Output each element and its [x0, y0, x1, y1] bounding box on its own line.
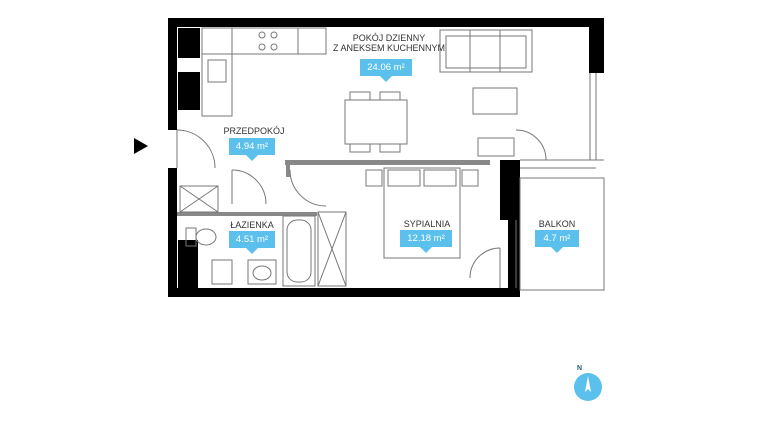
bed [365, 167, 479, 259]
exterior-walls [168, 18, 604, 297]
room-label-living: POKÓJ DZIENNY Z ANEKSEM KUCHENNYM [332, 33, 446, 53]
coffee-table [472, 87, 518, 157]
dining-table [344, 91, 408, 153]
room-label-bathroom: ŁAZIENKA [230, 220, 274, 230]
room-label-hall: PRZEDPOKÓJ [223, 126, 285, 136]
area-badge-bathroom: 4.51 m² [229, 231, 275, 254]
bathroom-fixtures [179, 185, 347, 287]
windows [515, 73, 604, 288]
wall-blocks [178, 28, 200, 288]
area-badge-hall: 4.94 m² [229, 138, 275, 161]
room-label-balcony: BALKON [538, 219, 576, 229]
sofa [439, 29, 533, 73]
area-badge-bedroom: 12.18 m² [400, 230, 452, 253]
door-swings [176, 129, 547, 288]
interior-walls [177, 160, 490, 216]
entrance-arrow-icon [134, 138, 148, 154]
room-label-bedroom: SYPIALNIA [403, 219, 451, 229]
area-badge-living: 24.06 m² [360, 59, 412, 82]
balcony-outline [519, 177, 605, 291]
compass-north-label: N [577, 365, 583, 372]
compass-icon [574, 373, 602, 401]
area-badge-balcony: 4.7 m² [535, 230, 579, 253]
kitchen-counter [201, 27, 327, 117]
